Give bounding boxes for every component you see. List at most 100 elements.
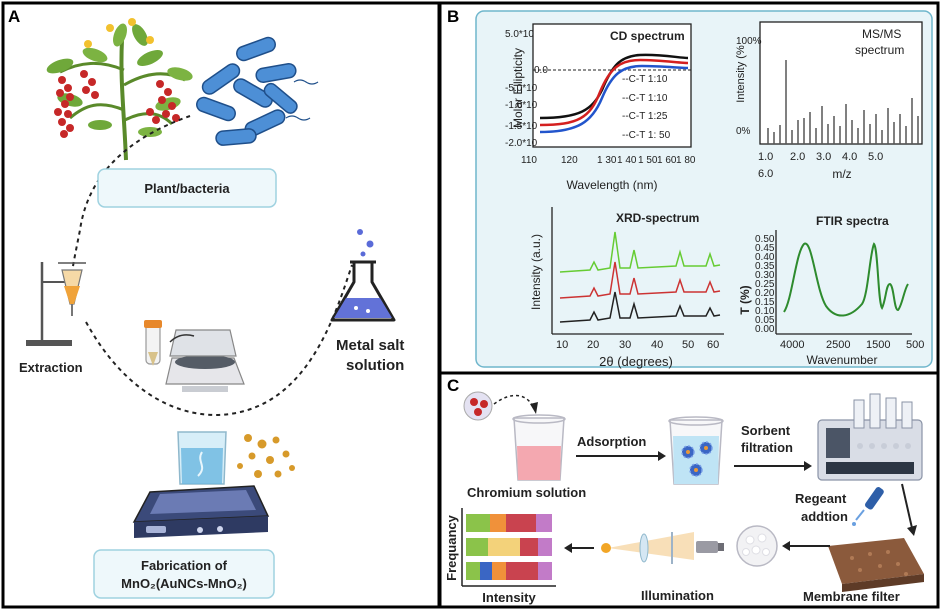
cd-legend-0: --C-T 1:10 xyxy=(622,74,668,85)
cd-ytick-3: -1.0*10 xyxy=(505,100,538,111)
arrow-to-membrane xyxy=(901,483,913,529)
separatory-funnel-icon xyxy=(26,262,86,346)
panel-b-letter: B xyxy=(447,7,459,26)
ftir-xlabel: Wavenumber xyxy=(807,353,878,367)
cd-ytick-1: 0.0 xyxy=(534,65,548,76)
centrifuge-icon xyxy=(165,329,245,392)
membrane-filter-icon xyxy=(828,538,924,592)
adsorption-label: Adsorption xyxy=(577,434,646,449)
illumination-optics-icon xyxy=(601,532,724,564)
ms-xtick-2: 3.0 xyxy=(816,151,831,163)
xrd-xtick-3: 40 xyxy=(651,339,663,351)
ftir-ytick-4: 0.30 xyxy=(755,270,775,281)
chromium-solution-label: Chromium solution xyxy=(467,485,586,500)
xrd-line-black xyxy=(559,291,721,323)
ftir-ytick-3: 0.35 xyxy=(755,261,775,272)
xrd-xtick-5: 60 xyxy=(707,339,719,351)
plant-bacteria-box: Plant/bacteria xyxy=(97,168,277,208)
cd-legend-3: --C-T 1: 50 xyxy=(622,130,671,141)
metal-salt-label-line2: solution xyxy=(346,357,404,374)
nanoparticles-icon xyxy=(237,434,295,478)
fabrication-label-line1: Fabrication of xyxy=(141,558,228,573)
cd-ylabel: Molar Ellipticity xyxy=(511,48,525,128)
xrd-xtick-2: 30 xyxy=(619,339,631,351)
ftir-ylabel: T (%) xyxy=(738,285,752,314)
adsorbent-beaker-icon xyxy=(668,416,724,485)
histogram-row-2 xyxy=(466,538,552,556)
ftir-ytick-9: 0.05 xyxy=(755,315,775,326)
hotplate-stirrer-icon xyxy=(132,485,270,538)
ftir-xtick-3: 500 xyxy=(906,339,924,351)
xrd-xlabel: 2θ (degrees) xyxy=(599,354,673,369)
ms-title-line2: spectrum xyxy=(855,43,904,57)
panel-a-letter: A xyxy=(8,7,20,26)
ms-ytick-bottom: 0% xyxy=(736,126,751,137)
beaker-icon xyxy=(177,431,227,485)
cd-xtick-5: 1 60 xyxy=(657,155,677,166)
chromium-molecule-icon xyxy=(463,391,493,421)
regeant-label-line1: Regeant xyxy=(795,491,847,506)
xrd-spectrum-chart: XRD-spectrum Intensity (a.u.) 2θ (degree… xyxy=(529,207,724,369)
dashed-path-plant-extraction xyxy=(71,115,191,276)
ftir-ytick-6: 0.20 xyxy=(755,288,775,299)
ftir-xtick-1: 2500 xyxy=(826,339,850,351)
cd-legend-2: --C-T 1:25 xyxy=(622,111,668,122)
xrd-xtick-0: 10 xyxy=(556,339,568,351)
ms-spectrum-chart: MS/MS spectrum Intensity (% 100% 0% 1.0 … xyxy=(735,21,923,181)
ms-xtick-0: 1.0 xyxy=(758,151,773,163)
cd-xtick-3: 1 40 xyxy=(617,155,637,166)
centrifuge-tube-icon xyxy=(144,320,162,366)
regeant-label-line2: addtion xyxy=(801,509,848,524)
intensity-label: Intensity xyxy=(482,590,536,605)
cd-ytick-5: -2.0*10 xyxy=(505,138,538,149)
ftir-line xyxy=(783,242,909,317)
plant-bacteria-label: Plant/bacteria xyxy=(144,181,230,196)
ftir-ytick-5: 0.25 xyxy=(755,279,775,290)
xrd-line-green xyxy=(559,231,721,273)
bacteria-icon xyxy=(196,36,319,146)
ftir-ytick-2: 0.40 xyxy=(755,252,775,263)
fabrication-box: Fabrication of MnO₂(AuNCs-MnO₂) xyxy=(93,549,275,599)
ftir-xtick-0: 4000 xyxy=(780,339,804,351)
cd-line-3 xyxy=(539,64,689,134)
metal-salt-label-line1: Metal salt xyxy=(336,337,404,354)
ms-xtick-extra: 6.0 xyxy=(758,168,773,180)
ftir-title: FTIR spectra xyxy=(816,214,889,228)
panel-b: B CD spectrum Molar Ellipticity Waveleng… xyxy=(438,1,940,375)
ms-xlabel: m/z xyxy=(832,167,851,181)
cd-xtick-2: 1 30 xyxy=(597,155,617,166)
membrane-filter-label: Membrane filter xyxy=(803,589,900,604)
ms-peaks xyxy=(767,60,919,144)
xrd-line-red xyxy=(559,261,721,299)
xrd-ylabel: Intensity (a.u.) xyxy=(529,234,543,310)
fabrication-label-line2: MnO₂(AuNCs-MnO₂) xyxy=(121,576,247,591)
cd-xtick-1: 120 xyxy=(561,155,578,166)
histogram-row-1 xyxy=(466,514,552,532)
xrd-title: XRD-spectrum xyxy=(616,211,699,225)
cd-ytick-4: -1.5*10 xyxy=(505,121,538,132)
ms-xtick-3: 4.0 xyxy=(842,151,857,163)
cd-legend-1: --C-T 1:10 xyxy=(622,93,668,104)
illumination-label: Illumination xyxy=(641,588,714,603)
ms-title-line1: MS/MS xyxy=(862,27,901,41)
frequency-intensity-histogram: Frequancy Intensity xyxy=(444,508,556,605)
filtration-apparatus-icon xyxy=(817,393,923,481)
cd-xtick-4: 1 50 xyxy=(638,155,658,166)
cd-ytick-0: 5.0*10 xyxy=(505,29,534,40)
cd-xtick-0: 110 xyxy=(521,155,537,166)
histogram-row-3 xyxy=(466,562,552,580)
ms-xtick-4: 5.0 xyxy=(868,151,883,163)
cd-line-2 xyxy=(539,58,689,127)
panel-a: A xyxy=(1,1,441,609)
panel-c: C Chromium solution Adsorption xyxy=(438,371,940,609)
sample-circle-icon xyxy=(736,525,778,567)
chromium-beaker-icon xyxy=(512,414,566,481)
ftir-ytick-0: 0.50 xyxy=(755,234,775,245)
ftir-xtick-2: 1500 xyxy=(866,339,890,351)
sorbent-label-line2: filtration xyxy=(741,440,793,455)
ftir-ytick-8: 0.10 xyxy=(755,306,775,317)
sorbent-label-line1: Sorbent xyxy=(741,423,791,438)
ms-ylabel: Intensity (% xyxy=(735,45,747,103)
